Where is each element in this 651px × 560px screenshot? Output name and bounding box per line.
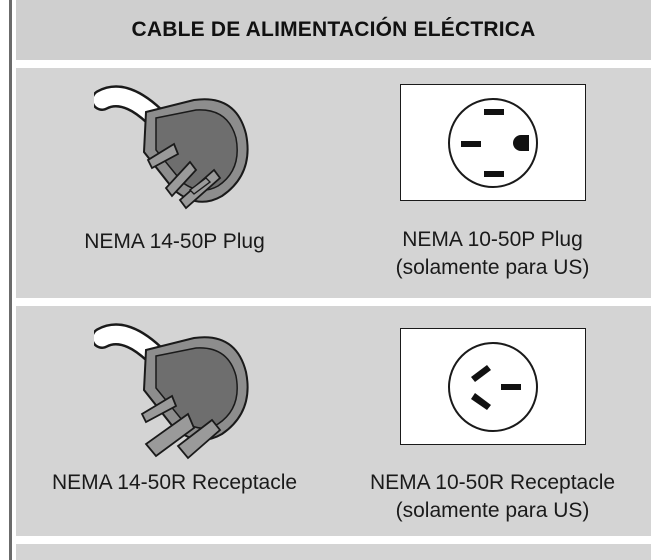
next-section-strip [16, 544, 651, 560]
connector-row-1: NEMA 14-50P Plug NEMA 10-50P Plug (solam… [16, 68, 651, 298]
row-separator [16, 298, 651, 306]
nema-14-50p-plug-illustration [94, 85, 249, 210]
nema-10-50p-caption-line1: NEMA 10-50P Plug [402, 228, 583, 251]
nema-14-50r-caption: NEMA 14-50R Receptacle [51, 471, 298, 494]
nema-10-50p-caption-line2: (solamente para US) [395, 256, 590, 279]
nema-10-50p-outlet-illustration [448, 98, 538, 188]
left-margin-rule [9, 0, 12, 560]
nema-10-50r-outlet-illustration [448, 342, 538, 432]
outlet-frame [400, 84, 586, 201]
nema-14-50r-cell: NEMA 14-50R Receptacle [16, 306, 333, 536]
row-separator [16, 536, 651, 544]
nema-14-50p-cell: NEMA 14-50P Plug [16, 68, 333, 298]
nema-14-50p-caption: NEMA 14-50P Plug [84, 230, 265, 253]
nema-14-50r-receptacle-illustration [94, 323, 249, 460]
outlet-frame [400, 328, 586, 445]
nema-10-50r-caption: NEMA 10-50R Receptacle (solamente para U… [334, 469, 651, 525]
nema-10-50r-cell: NEMA 10-50R Receptacle (solamente para U… [334, 306, 651, 536]
nema-10-50r-caption-line2: (solamente para US) [395, 499, 590, 522]
nema-10-50r-caption-line1: NEMA 10-50R Receptacle [369, 471, 616, 494]
nema-10-50p-cell: NEMA 10-50P Plug (solamente para US) [334, 68, 651, 298]
page-title: CABLE DE ALIMENTACIÓN ELÉCTRICA [131, 18, 536, 41]
nema-10-50p-caption: NEMA 10-50P Plug (solamente para US) [334, 226, 651, 282]
connector-row-2: NEMA 14-50R Receptacle NEMA 10-50R Recep… [16, 306, 651, 536]
section-header: CABLE DE ALIMENTACIÓN ELÉCTRICA [16, 0, 651, 60]
